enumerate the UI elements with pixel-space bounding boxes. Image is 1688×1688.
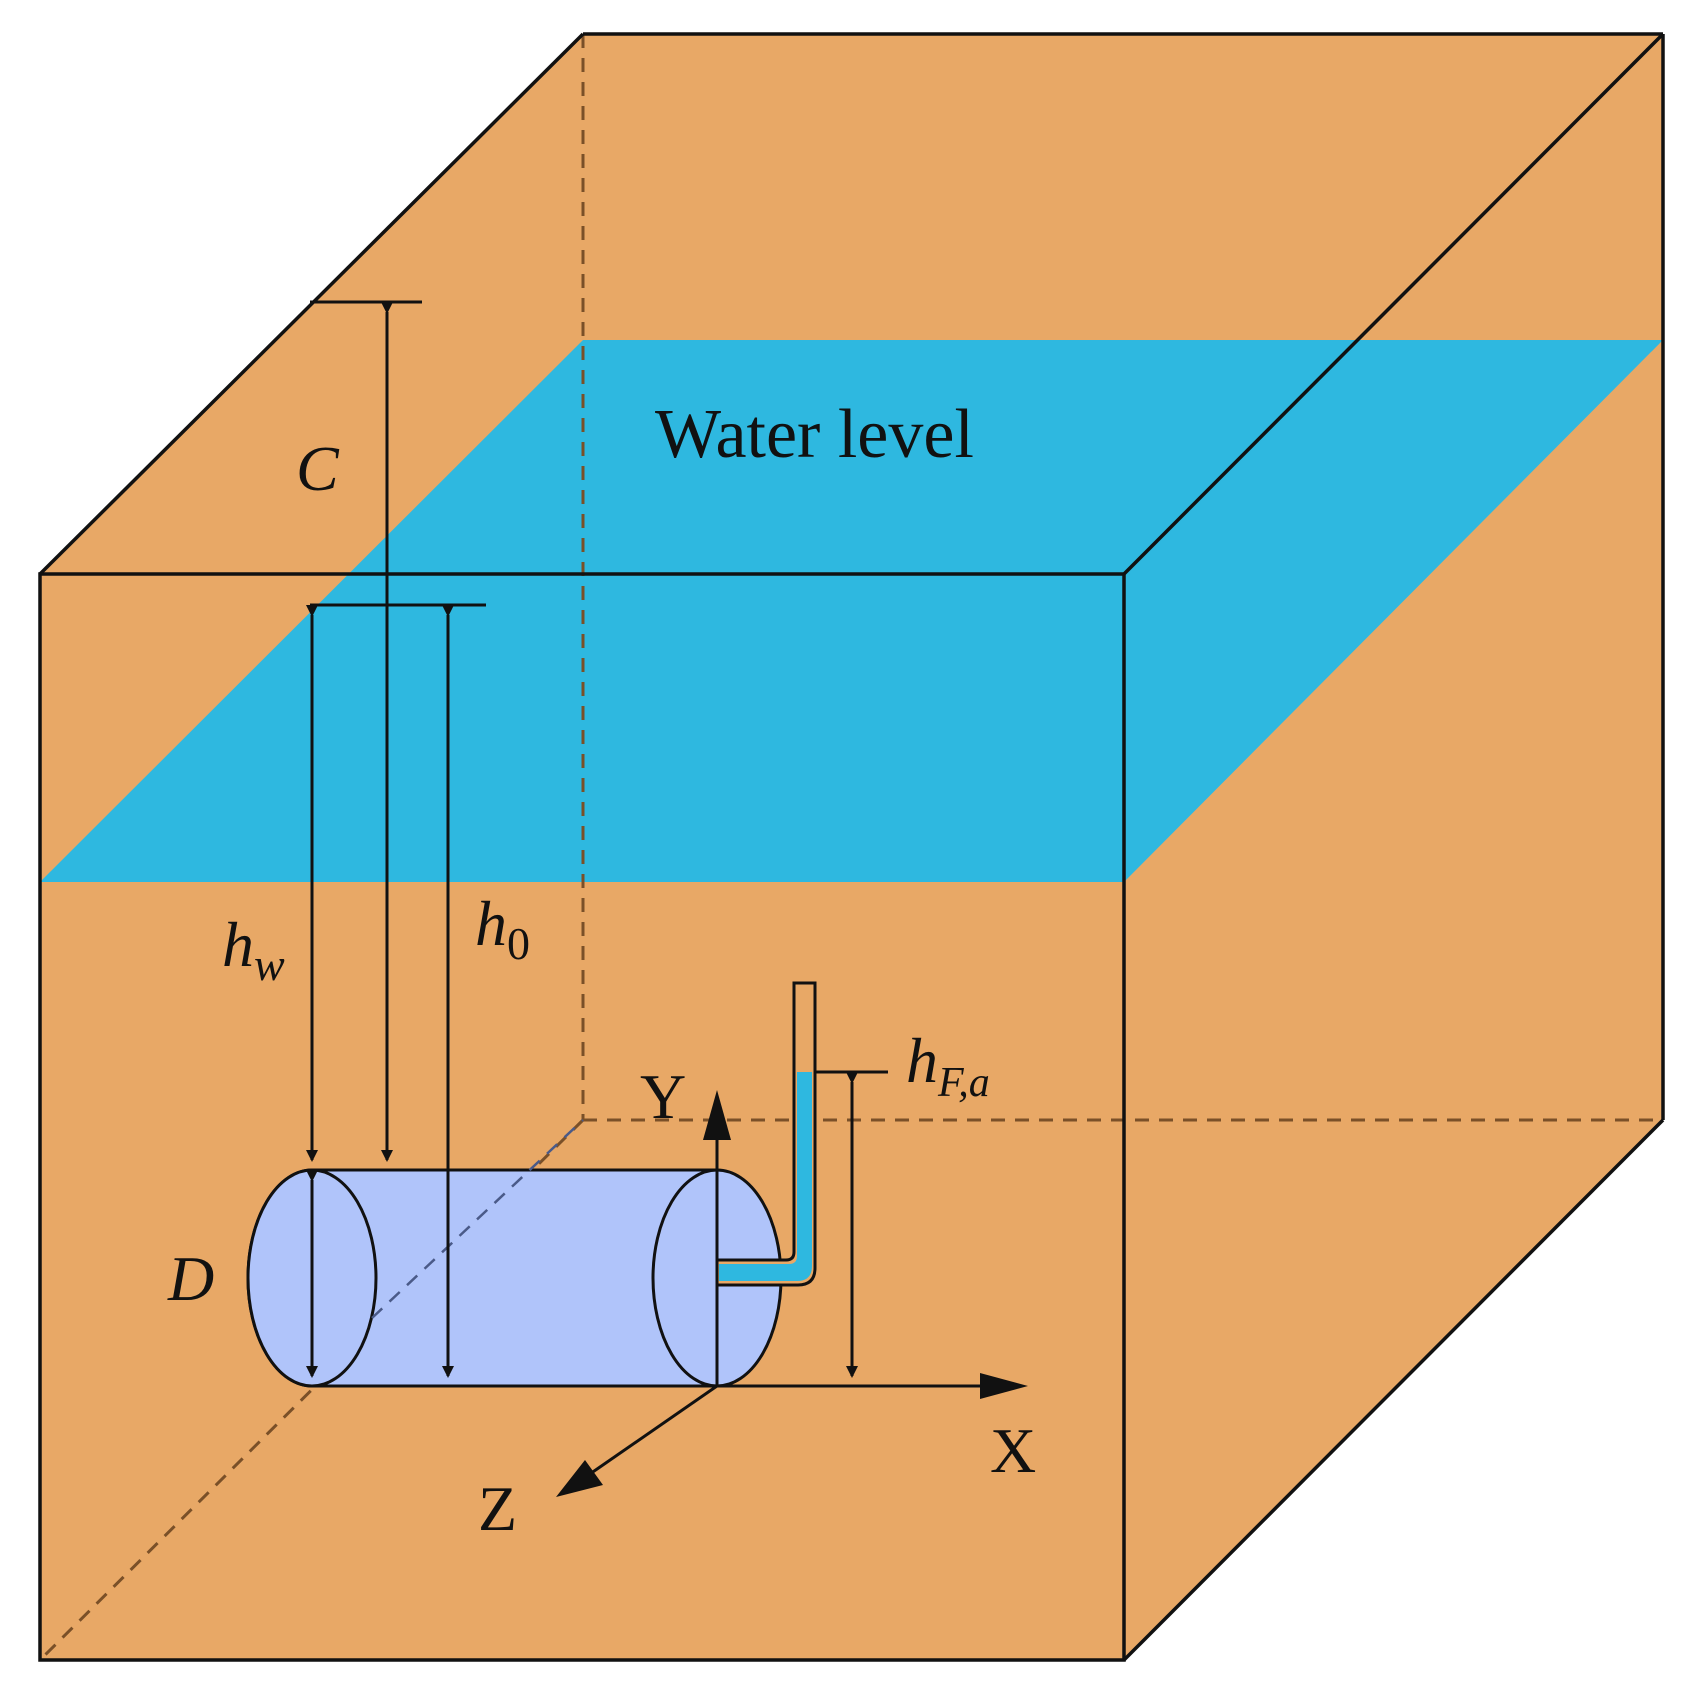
edge-bottom-right <box>1122 1118 1665 1662</box>
z-axis-label: Z <box>478 1473 517 1544</box>
c-label: C <box>296 433 340 504</box>
hw-label-h: h <box>222 909 254 980</box>
pipe-right-end-back <box>651 1168 718 1388</box>
pipe-hidden-dash <box>371 1119 584 1319</box>
d-label: D <box>167 1243 214 1314</box>
hfa-label-h: h <box>906 1025 938 1096</box>
box-edges <box>38 32 1665 1662</box>
z-axis-arrowhead <box>556 1460 603 1497</box>
x-axis-label: X <box>990 1415 1036 1486</box>
edge-top-right <box>1122 32 1665 576</box>
h0-label-sub: 0 <box>507 918 530 969</box>
edge-top-left <box>38 32 585 576</box>
dimension-arrows <box>306 302 858 1378</box>
x-axis-arrowhead <box>980 1373 1028 1399</box>
z-axis <box>573 1384 718 1487</box>
standpipe-water <box>719 1072 812 1281</box>
y-axis-label: Y <box>640 1061 686 1132</box>
hw-label-sub: w <box>254 939 285 990</box>
h0-label-h: h <box>475 888 507 959</box>
hfa-label-sub: F,a <box>937 1060 990 1106</box>
y-axis-arrowhead <box>703 1090 731 1140</box>
dimension-ticks <box>310 300 888 1388</box>
hw-label: hw <box>222 909 285 990</box>
h0-label: h0 <box>475 888 530 969</box>
water-level-label: Water level <box>655 396 974 473</box>
hfa-label: hF,a <box>906 1025 990 1106</box>
